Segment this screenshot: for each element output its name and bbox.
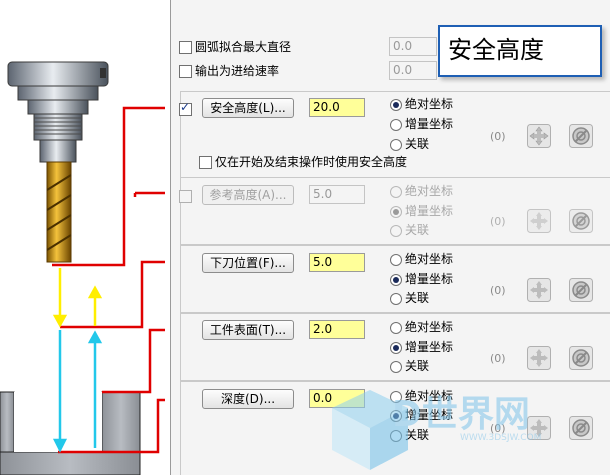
feed-plane-absolute-radio[interactable]: [390, 254, 402, 266]
output-feed-rate-input[interactable]: 0.0: [389, 61, 437, 80]
retract-incremental-label: 增量坐标: [405, 204, 454, 218]
depth-associative-radio[interactable]: [390, 430, 402, 442]
top-of-stock-incremental-label: 增量坐标: [405, 340, 454, 354]
top-of-stock-group: [180, 313, 610, 381]
retract-input[interactable]: 5.0: [309, 185, 365, 204]
depth-button[interactable]: 深度(D)...: [202, 389, 294, 409]
feed-plane-associative-radio[interactable]: [390, 293, 402, 305]
feed-plane-input[interactable]: 5.0: [309, 253, 365, 272]
depth-incremental-label: 增量坐标: [405, 408, 454, 422]
retract-arrows: [52, 268, 103, 328]
retract-absolute-label: 绝对坐标: [405, 184, 454, 198]
clearance-checkbox[interactable]: [179, 100, 192, 116]
crosshair-select-icon[interactable]: [527, 346, 551, 370]
retract-group: [180, 177, 610, 245]
tool-diagram-svg: [0, 61, 165, 475]
depth-associative-label: 关联: [405, 428, 430, 442]
clearance-associative-radio[interactable]: [390, 139, 402, 151]
top-of-stock-associative-label: 关联: [405, 359, 430, 373]
clearance-associative-label: 关联: [405, 137, 430, 151]
feed-plane-button[interactable]: 下刀位置(F)...: [202, 253, 294, 273]
retract-incremental-radio[interactable]: [390, 206, 402, 218]
tool-height-illustration: [0, 0, 170, 475]
crosshair-select-icon[interactable]: [527, 278, 551, 302]
plunge-arrows: [52, 330, 103, 453]
retract-checkbox[interactable]: [179, 190, 192, 203]
retract-associative-radio[interactable]: [390, 225, 402, 237]
top-of-stock-count: (0): [490, 352, 506, 365]
feed-plane-absolute-label: 绝对坐标: [405, 252, 454, 266]
top-of-stock-associative-radio[interactable]: [390, 361, 402, 373]
top-of-stock-incremental-radio[interactable]: [390, 342, 402, 354]
retract-count: (0): [490, 215, 506, 228]
reset-icon[interactable]: [569, 209, 593, 233]
top-of-stock-absolute-radio[interactable]: [390, 322, 402, 334]
top-of-stock-input[interactable]: 2.0: [309, 320, 365, 339]
crosshair-select-icon[interactable]: [527, 209, 551, 233]
top-of-stock-button[interactable]: 工件表面(T)...: [202, 320, 294, 340]
arc-max-diameter-label: 圆弧拟合最大直径: [195, 40, 292, 54]
clearance-absolute-label: 绝对坐标: [405, 97, 454, 111]
clearance-incremental-label: 增量坐标: [405, 117, 454, 131]
feed-plane-incremental-radio[interactable]: [390, 274, 402, 286]
feed-plane-count: (0): [490, 284, 506, 297]
leader-lines: [52, 106, 165, 454]
end-mill-icon: [46, 161, 72, 263]
depth-incremental-radio[interactable]: [390, 410, 402, 422]
depth-absolute-radio[interactable]: [390, 391, 402, 403]
arc-max-diameter-input[interactable]: 0.0: [389, 37, 437, 56]
panel-divider: [170, 0, 171, 475]
feed-plane-incremental-label: 增量坐标: [405, 272, 454, 286]
safe-height-only-checkbox[interactable]: [199, 156, 212, 169]
depth-input[interactable]: 0.0: [309, 389, 365, 408]
retract-associative-label: 关联: [405, 223, 430, 237]
clearance-count: (0): [490, 130, 506, 143]
crosshair-select-icon[interactable]: [527, 416, 551, 440]
depth-absolute-label: 绝对坐标: [405, 389, 454, 403]
clearance-absolute-radio[interactable]: [390, 99, 402, 111]
arc-max-diameter-checkbox[interactable]: [179, 41, 192, 54]
clearance-incremental-radio[interactable]: [390, 119, 402, 131]
stock-block-icon: [0, 391, 141, 475]
clearance-button[interactable]: 安全高度(L)...: [202, 98, 294, 118]
feed-plane-group: [180, 245, 610, 313]
clearance-input[interactable]: 20.0: [309, 98, 365, 117]
reset-icon[interactable]: [569, 346, 593, 370]
reset-icon[interactable]: [569, 278, 593, 302]
depth-group: [180, 381, 610, 475]
reset-icon[interactable]: [569, 124, 593, 148]
safe-height-only-label: 仅在开始及结束操作时使用安全高度: [215, 155, 408, 169]
depth-count: (0): [490, 422, 506, 435]
crosshair-select-icon[interactable]: [527, 124, 551, 148]
tool-holder-icon: [7, 61, 109, 163]
output-feed-rate-label: 输出为进给速率: [195, 64, 280, 78]
reset-icon[interactable]: [569, 416, 593, 440]
retract-absolute-radio[interactable]: [390, 186, 402, 198]
tooltip-callout: 安全高度: [438, 25, 602, 77]
feed-plane-associative-label: 关联: [405, 291, 430, 305]
top-of-stock-absolute-label: 绝对坐标: [405, 320, 454, 334]
output-feed-rate-checkbox[interactable]: [179, 65, 192, 78]
retract-button[interactable]: 参考高度(A)...: [202, 185, 294, 205]
